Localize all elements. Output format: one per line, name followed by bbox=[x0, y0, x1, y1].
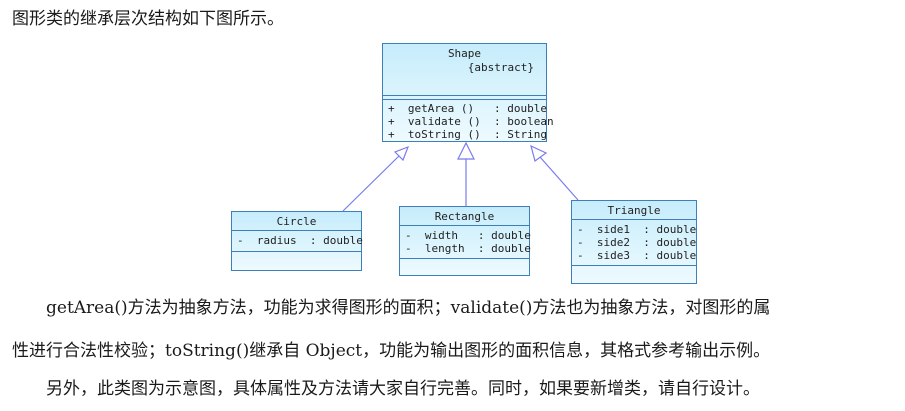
shape-method-getarea: + getArea () : double bbox=[388, 102, 547, 115]
triangle-class-box: Triangle - side1 : double - side2 : doub… bbox=[571, 200, 697, 284]
rectangle-class-box: Rectangle - width : double - length : do… bbox=[399, 206, 531, 276]
paragraph-1-line-2: 性进行合法性校验；toString()继承自 Object，功能为输出图形的面积… bbox=[12, 341, 771, 361]
triangle-class-name: Triangle bbox=[607, 204, 661, 217]
circle-class-name: Circle bbox=[276, 215, 317, 228]
circle-class-header: Circle bbox=[232, 212, 361, 231]
shape-class-name: Shape bbox=[447, 47, 482, 60]
shape-class-box: Shape {abstract} + getArea () : double +… bbox=[382, 43, 554, 142]
rectangle-attr-width: - width : double bbox=[405, 229, 531, 242]
shape-class-header: Shape {abstract} bbox=[383, 44, 546, 96]
triangle-attributes: - side1 : double - side2 : double - side… bbox=[572, 220, 696, 266]
edge-triangle-to-shape bbox=[539, 156, 579, 201]
paragraph-2: 另外，此类图为示意图，具体属性及方法请大家自行完善。同时，如果要新增类，请自行设… bbox=[46, 379, 760, 399]
shape-attributes bbox=[383, 96, 546, 100]
shape-method-tostring: + toString () : String bbox=[388, 128, 547, 141]
circle-attr-radius: - radius : double bbox=[237, 234, 363, 247]
triangle-class-header: Triangle bbox=[572, 201, 696, 220]
shape-stereotype: {abstract} bbox=[467, 61, 534, 74]
generalization-arrowhead-triangle bbox=[530, 144, 548, 162]
rectangle-attr-length: - length : double bbox=[405, 242, 531, 255]
rectangle-attributes: - width : double - length : double bbox=[400, 226, 531, 259]
circle-attributes: - radius : double bbox=[232, 231, 363, 252]
shape-method-validate: + validate () : boolean bbox=[388, 115, 554, 128]
triangle-attr-side1: - side1 : double bbox=[577, 223, 697, 236]
rectangle-class-header: Rectangle bbox=[400, 207, 529, 226]
triangle-attr-side2: - side2 : double bbox=[577, 236, 697, 249]
edge-circle-to-shape bbox=[342, 153, 402, 212]
generalization-arrowhead-rectangle bbox=[457, 141, 475, 160]
paragraph-1-line-1: getArea()方法为抽象方法，功能为求得图形的面积；validate()方法… bbox=[46, 298, 771, 318]
rectangle-class-name: Rectangle bbox=[434, 210, 495, 223]
shape-methods: + getArea () : double + validate () : bo… bbox=[383, 100, 554, 141]
triangle-attr-side3: - side3 : double bbox=[577, 249, 697, 262]
generalization-arrowhead-circle bbox=[393, 145, 410, 162]
circle-class-box: Circle - radius : double bbox=[231, 211, 363, 271]
intro-text: 图形类的继承层次结构如下图所示。 bbox=[12, 9, 284, 29]
